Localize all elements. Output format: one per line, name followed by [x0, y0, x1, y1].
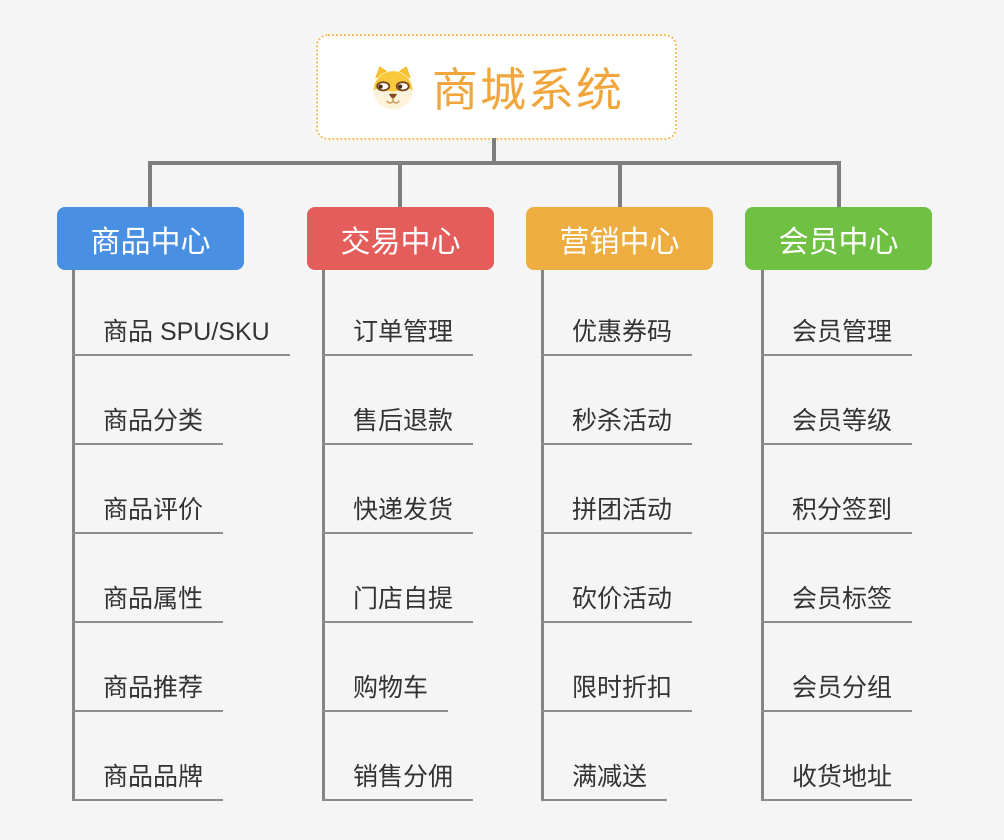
connector-drop-marketing [618, 163, 622, 209]
node-item[interactable]: 商品 SPU/SKU [72, 316, 290, 356]
branch-trunk-member-center [761, 270, 764, 801]
connector-root-stub [492, 138, 496, 164]
node-item[interactable]: 积分签到 [761, 494, 913, 534]
node-item[interactable]: 商品推荐 [72, 672, 224, 712]
node-item[interactable]: 收货地址 [761, 761, 913, 801]
node-item[interactable]: 商品评价 [72, 494, 224, 534]
node-item[interactable]: 秒杀活动 [541, 405, 693, 445]
connector-bus [148, 161, 841, 165]
branch-trunk-marketing-center [541, 270, 544, 801]
node-item[interactable]: 购物车 [322, 672, 449, 712]
connector-drop-product [148, 163, 152, 209]
connector-drop-trade [398, 163, 402, 209]
branch-header-product-center[interactable]: 商品中心 [57, 207, 244, 270]
root-title: 商城系统 [432, 64, 624, 116]
branch-header-trade-center[interactable]: 交易中心 [307, 207, 494, 270]
branch-header-member-center[interactable]: 会员中心 [745, 207, 932, 270]
node-item[interactable]: 售后退款 [322, 405, 474, 445]
node-item[interactable]: 订单管理 [322, 316, 474, 356]
node-item[interactable]: 满减送 [541, 761, 668, 801]
branch-children-marketing-center: 优惠券码 秒杀活动 拼团活动 砍价活动 限时折扣 满减送 [541, 270, 693, 801]
node-item[interactable]: 商品属性 [72, 583, 224, 623]
node-item[interactable]: 商品分类 [72, 405, 224, 445]
node-item[interactable]: 销售分佣 [322, 761, 474, 801]
node-item[interactable]: 会员分组 [761, 672, 913, 712]
branch-trunk-product-center [72, 270, 75, 801]
node-item[interactable]: 限时折扣 [541, 672, 693, 712]
node-item[interactable]: 会员标签 [761, 583, 913, 623]
branch-trunk-trade-center [322, 270, 325, 801]
branch-children-trade-center: 订单管理 售后退款 快递发货 门店自提 购物车 销售分佣 [322, 270, 474, 801]
node-item[interactable]: 门店自提 [322, 583, 474, 623]
branch-children-member-center: 会员管理 会员等级 积分签到 会员标签 会员分组 收货地址 [761, 270, 913, 801]
connector-drop-member [837, 163, 841, 209]
node-item[interactable]: 会员等级 [761, 405, 913, 445]
shiba-dog-icon [373, 66, 413, 110]
branch-header-marketing-center[interactable]: 营销中心 [526, 207, 713, 270]
node-item[interactable]: 砍价活动 [541, 583, 693, 623]
node-item[interactable]: 会员管理 [761, 316, 913, 356]
branch-children-product-center: 商品 SPU/SKU 商品分类 商品评价 商品属性 商品推荐 商品品牌 [72, 270, 290, 801]
node-item[interactable]: 快递发货 [322, 494, 474, 534]
node-item[interactable]: 商品品牌 [72, 761, 224, 801]
node-item[interactable]: 优惠券码 [541, 316, 693, 356]
node-item[interactable]: 拼团活动 [541, 494, 693, 534]
root-node[interactable]: 商城系统 [316, 34, 677, 140]
